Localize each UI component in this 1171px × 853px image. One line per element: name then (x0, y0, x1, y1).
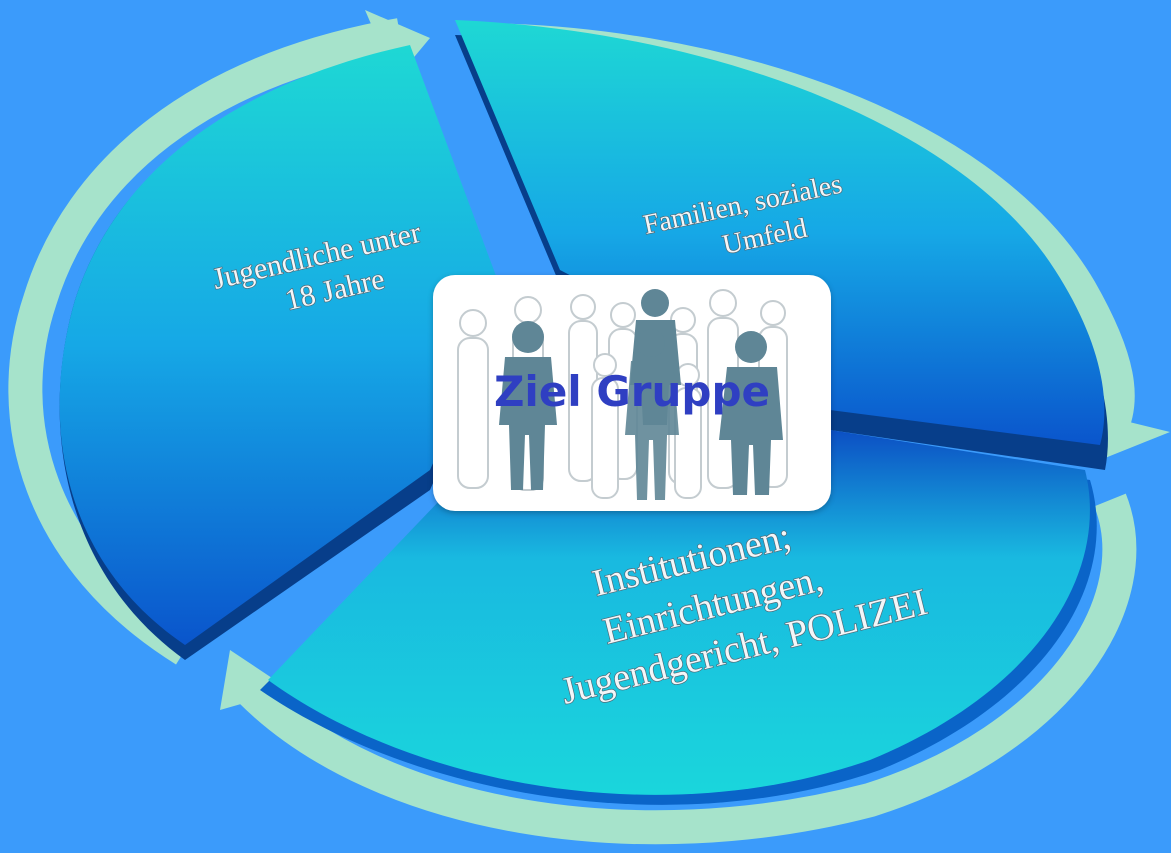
ring-arc-top-left (8, 18, 403, 665)
cycle-arrow-icon (365, 10, 430, 80)
segment-top-left (59, 45, 505, 660)
segment-right (455, 20, 1108, 470)
center-title: Ziel Gruppe (493, 367, 771, 416)
segment-bottom (260, 430, 1097, 805)
ring-arc-bottom (237, 493, 1137, 845)
center-card: Ziel Gruppe (433, 275, 831, 511)
people-group-icon (457, 289, 788, 500)
